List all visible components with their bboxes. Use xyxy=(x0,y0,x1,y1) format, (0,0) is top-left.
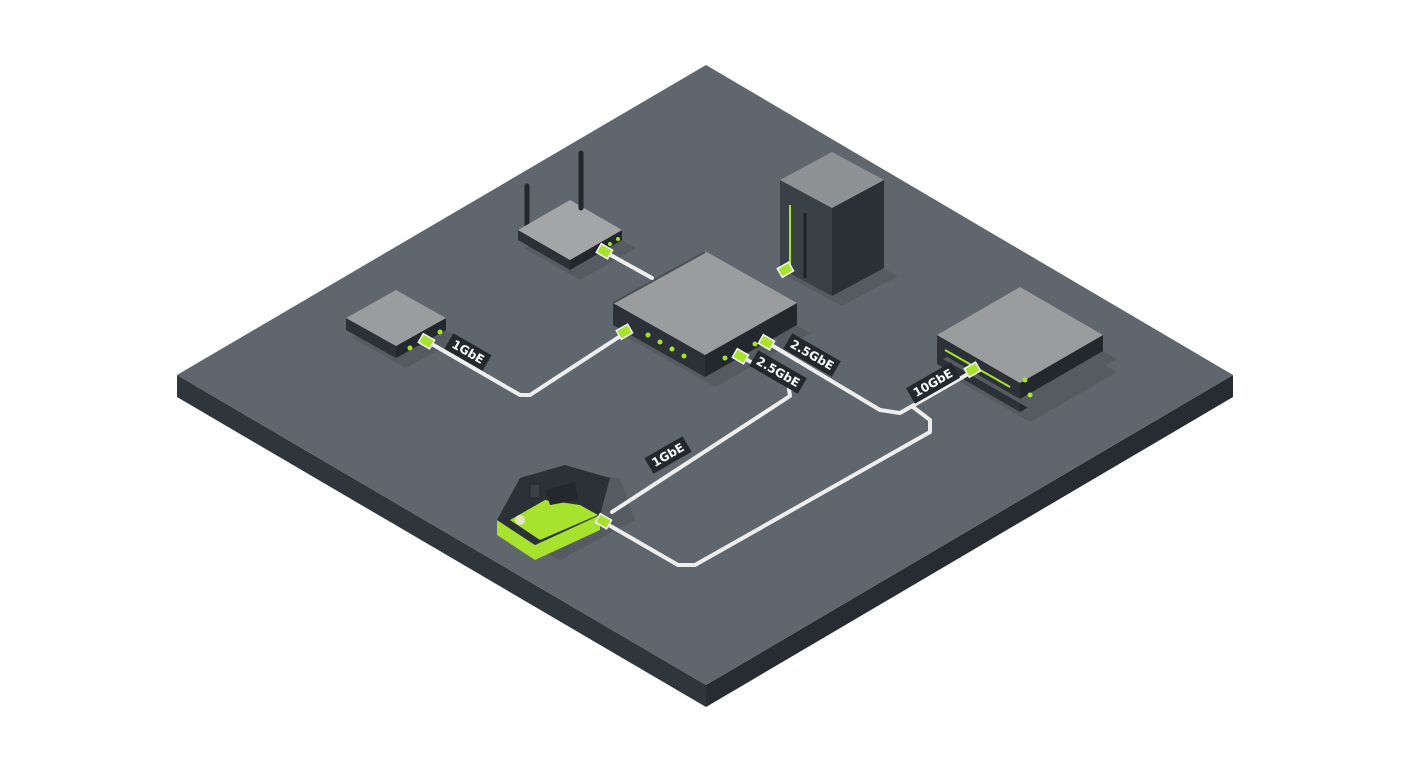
status-led xyxy=(608,242,612,246)
status-led xyxy=(645,332,651,338)
green-device-post xyxy=(529,483,541,499)
connector xyxy=(595,242,614,260)
connector xyxy=(615,323,634,341)
nas-top xyxy=(937,287,1103,383)
router-side-left xyxy=(518,230,570,270)
green-device-knob xyxy=(515,515,525,525)
status-led xyxy=(669,346,675,352)
connector xyxy=(757,333,776,351)
status-led xyxy=(1022,377,1028,383)
small-box-top xyxy=(346,290,446,346)
status-led xyxy=(657,339,663,345)
connector xyxy=(594,512,613,530)
green-device-base-side xyxy=(497,515,600,560)
platform-side-left xyxy=(177,375,706,707)
cable-small-box-switch xyxy=(428,331,627,397)
platform-side-right xyxy=(706,375,1233,707)
status-led xyxy=(437,329,443,335)
nas-side-right xyxy=(1020,335,1103,399)
status-led xyxy=(616,237,620,241)
connector xyxy=(963,361,982,379)
status-led xyxy=(681,353,687,359)
server-tower-side-right xyxy=(832,180,884,296)
status-led xyxy=(1027,392,1033,398)
status-led xyxy=(722,355,728,361)
switch-seam xyxy=(612,251,706,304)
switch-side-right xyxy=(705,303,797,377)
green-device-accent xyxy=(510,500,598,540)
router-side-right xyxy=(570,230,622,270)
connector xyxy=(731,347,750,365)
cable-green-device-nas xyxy=(605,405,932,567)
router-top xyxy=(518,200,622,260)
connector xyxy=(417,332,436,350)
server-tower-top xyxy=(780,152,884,208)
cable-router-switch xyxy=(605,251,654,280)
connector xyxy=(776,261,795,279)
small-box-side-left xyxy=(346,318,396,358)
green-device-slot xyxy=(545,482,578,505)
connectors xyxy=(417,242,982,530)
status-led xyxy=(752,341,758,347)
cable-switch-nas xyxy=(766,341,977,415)
status-led xyxy=(407,345,413,351)
